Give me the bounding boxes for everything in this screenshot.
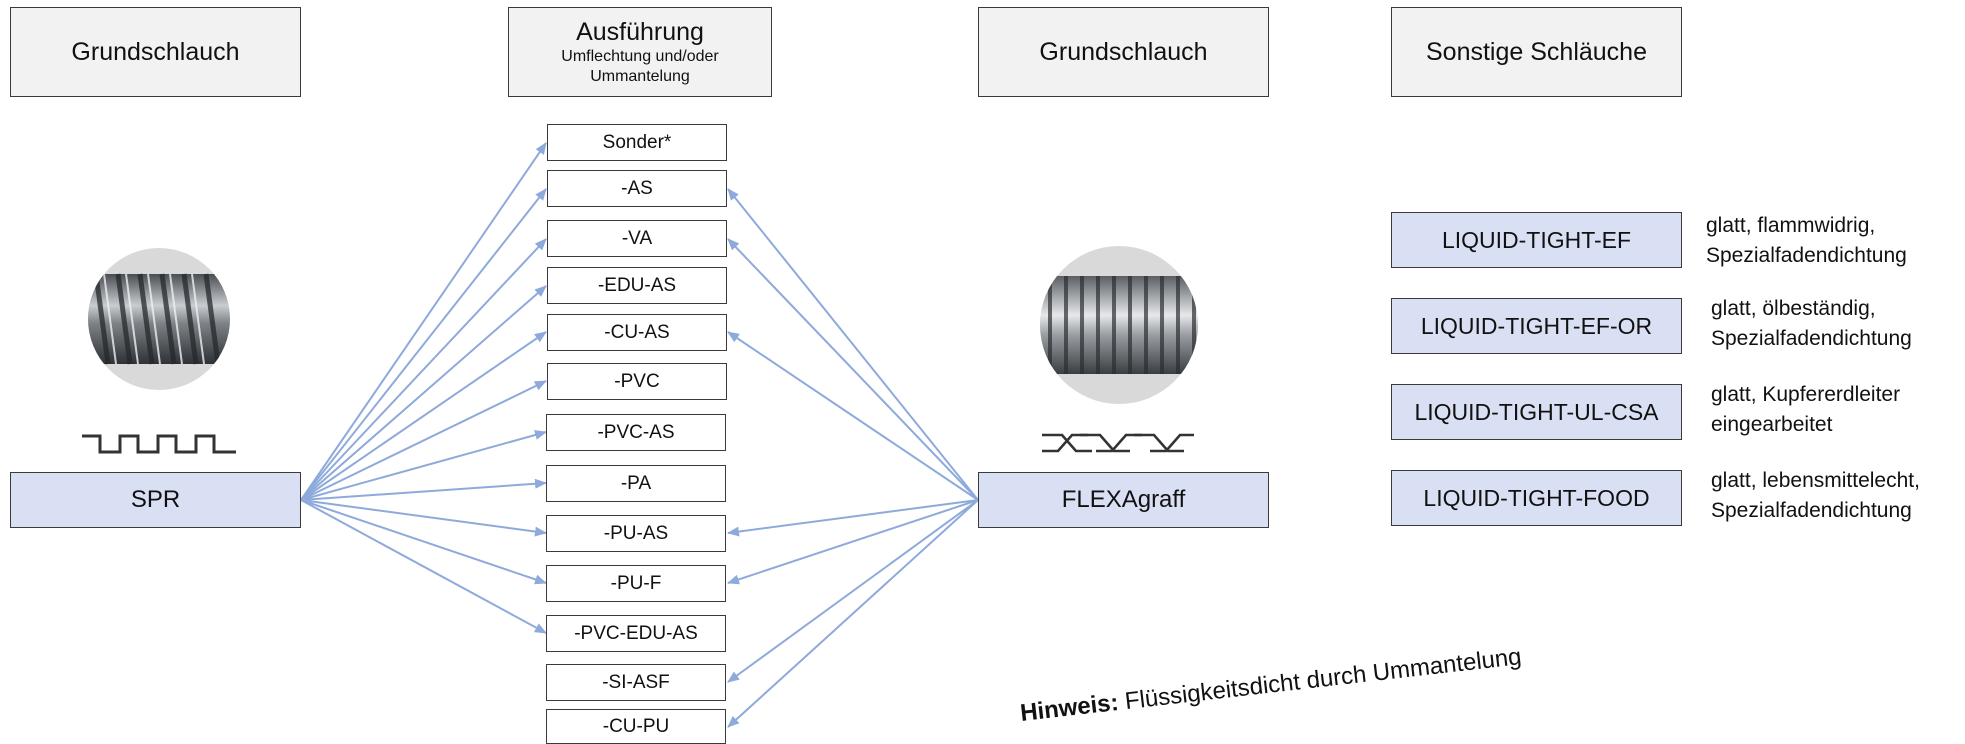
arrow-spr-to-pvc-edu-as xyxy=(300,499,547,634)
header-label: Grundschlauch xyxy=(1039,38,1208,66)
corrugated-hose-photo xyxy=(88,248,230,390)
option-pu-as: -PU-AS xyxy=(546,515,726,552)
option-label: -SI-ASF xyxy=(602,671,670,693)
option-label: -VA xyxy=(621,227,653,249)
option-label: -PU-F xyxy=(610,572,662,594)
other-hose-description: glatt, flammwidrig, Spezialfadendichtung xyxy=(1706,214,1907,267)
arrow-spr-to-sonder xyxy=(300,142,547,501)
option-label: -EDU-AS xyxy=(597,274,677,296)
other-hose-liquid-tight-ef-or: LIQUID-TIGHT-EF-OR xyxy=(1391,298,1682,354)
header-subtitle: Umflechtung und/oder Ummantelung xyxy=(561,48,719,85)
option-si-asf: -SI-ASF xyxy=(546,664,726,701)
other-hose-description: glatt, lebensmittelecht, Spezialfadendic… xyxy=(1711,469,1920,522)
option-cu-pu: -CU-PU xyxy=(546,709,726,744)
base-label: SPR xyxy=(130,486,181,513)
arrow-flexagraff-to-si-asf xyxy=(727,499,979,683)
other-hose-description: glatt, Kupfererdleiter eingearbeitet xyxy=(1711,383,1901,436)
option-label: Sonder* xyxy=(602,131,672,153)
arrow-flexagraff-to-as xyxy=(727,188,979,501)
option-va: -VA xyxy=(547,220,727,257)
other-hose-liquid-tight-food: LIQUID-TIGHT-FOOD xyxy=(1391,470,1682,526)
option-label: -PA xyxy=(620,472,652,494)
arrow-flexagraff-to-cu-as xyxy=(727,331,979,501)
option-label: -PU-AS xyxy=(603,522,669,544)
header-grundschlauch-left: Grundschlauch xyxy=(10,7,301,97)
option-pvc-edu-as: -PVC-EDU-AS xyxy=(546,615,726,652)
arrow-spr-to-pvc-as xyxy=(300,430,547,501)
option-pa: -PA xyxy=(546,465,726,502)
square-wave-profile-icon xyxy=(82,434,236,454)
option-edu-as: -EDU-AS xyxy=(547,267,727,304)
option-pu-f: -PU-F xyxy=(546,565,726,602)
arrow-spr-to-pvc xyxy=(300,380,547,501)
header-title: Ausführung xyxy=(576,18,704,46)
other-hose-label: LIQUID-TIGHT-FOOD xyxy=(1423,484,1650,511)
other-hose-label: LIQUID-TIGHT-EF-OR xyxy=(1420,312,1653,339)
other-hose-liquid-tight-ul-csa: LIQUID-TIGHT-UL-CSA xyxy=(1391,384,1682,440)
header-label: Sonstige Schläuche xyxy=(1426,38,1647,66)
base-flexagraff: FLEXAgraff xyxy=(978,472,1269,528)
arrow-spr-to-edu-as xyxy=(300,285,547,501)
option-label: -AS xyxy=(621,177,653,199)
arrow-spr-to-cu-as xyxy=(300,331,547,501)
option-label: -PVC-AS xyxy=(597,421,675,443)
base-label: FLEXAgraff xyxy=(1061,486,1186,513)
option-cu-as: -CU-AS xyxy=(547,314,727,351)
header-label: Grundschlauch xyxy=(71,38,240,66)
option-label: -PVC-EDU-AS xyxy=(574,622,698,644)
arrow-flexagraff-to-cu-pu xyxy=(727,499,979,728)
arrow-flexagraff-to-pu-as xyxy=(727,499,979,537)
base-spr: SPR xyxy=(10,472,301,528)
interlock-profile-icon xyxy=(1042,433,1194,453)
arrow-flexagraff-to-pu-f xyxy=(727,499,979,585)
other-hose-label: LIQUID-TIGHT-EF xyxy=(1441,226,1632,253)
other-hose-description: glatt, ölbeständig, Spezialfadendichtung xyxy=(1711,297,1912,350)
arrow-spr-to-pu-as xyxy=(300,499,547,537)
option-label: -CU-PU xyxy=(602,715,670,737)
arrow-spr-to-pu-f xyxy=(300,499,547,585)
header-ausfuehrung: Ausführung Umflechtung und/oder Ummantel… xyxy=(508,7,772,97)
header-sonstige-schlaeuche: Sonstige Schläuche xyxy=(1391,7,1682,97)
option-sonder: Sonder* xyxy=(547,124,727,161)
interlocked-hose-photo xyxy=(1040,246,1198,404)
arrow-spr-to-pa xyxy=(300,478,547,501)
arrow-flexagraff-to-va xyxy=(727,238,979,501)
option-pvc: -PVC xyxy=(547,363,727,400)
option-as: -AS xyxy=(547,170,727,207)
other-hose-liquid-tight-ef: LIQUID-TIGHT-EF xyxy=(1391,212,1682,268)
header-grundschlauch-right: Grundschlauch xyxy=(978,7,1269,97)
arrow-spr-to-va xyxy=(300,238,547,501)
option-pvc-as: -PVC-AS xyxy=(546,414,726,451)
option-label: -CU-AS xyxy=(604,321,670,343)
arrow-spr-to-as xyxy=(300,188,547,501)
other-hose-label: LIQUID-TIGHT-UL-CSA xyxy=(1414,398,1659,425)
option-label: -PVC xyxy=(614,370,660,392)
